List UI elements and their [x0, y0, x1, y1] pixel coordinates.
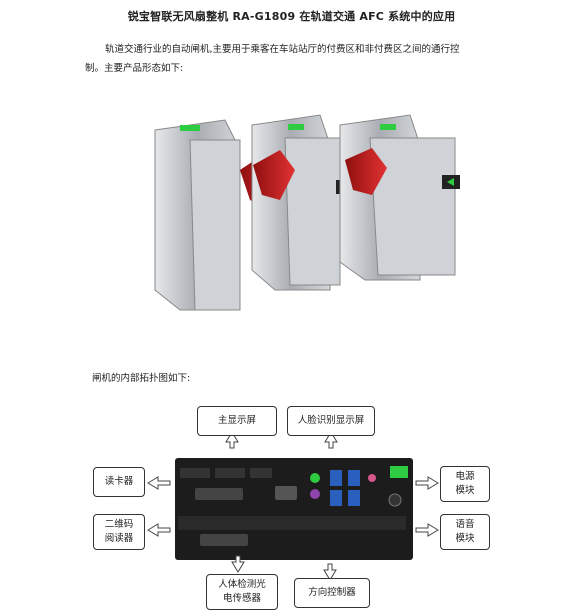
power-module-box: 电源 模块	[440, 466, 490, 502]
green-arrow-icon	[447, 178, 454, 186]
power-label-1: 电源	[455, 471, 475, 482]
document-title: 锐宝智联无风扇整机 RA-G1809 在轨道交通 AFC 系统中的应用	[127, 10, 456, 23]
industrial-pc-box	[175, 458, 413, 560]
main-display-label: 主显示屏	[217, 415, 256, 426]
intro-line-2: 制。主要产品形态如下:	[85, 63, 184, 74]
voice-label-1: 语音	[455, 519, 475, 530]
qr-reader-label-1: 二维码	[104, 519, 134, 530]
gate-unit-middle	[251, 114, 354, 291]
voice-label-2: 模块	[455, 533, 475, 544]
intro-paragraph: 轨道交通行业的自动闸机,主要用于乘客在车站站厅的付费区和非付费区之间的通行控 制…	[85, 40, 505, 78]
led-indicator-icon	[288, 124, 304, 130]
led-indicator-icon	[180, 125, 200, 131]
body-sensor-label-1: 人体检测光	[218, 579, 266, 590]
direction-controller-box: 方向控制器	[294, 578, 370, 608]
qr-reader-label-2: 阅读器	[104, 533, 134, 544]
led-indicator-icon	[380, 124, 396, 130]
topology-caption: 闸机的内部拓扑图如下:	[92, 373, 191, 384]
diagram-arrows	[147, 431, 439, 581]
gate-unit-right	[339, 114, 460, 281]
face-display-label: 人脸识别显示屏	[297, 415, 365, 426]
card-reader-label: 读卡器	[104, 476, 134, 487]
body-sensor-label-2: 电传感器	[222, 593, 261, 604]
power-label-2: 模块	[455, 485, 475, 496]
main-display-box: 主显示屏	[197, 406, 277, 436]
red-flap-icon	[345, 148, 387, 195]
card-reader-box: 读卡器	[93, 467, 145, 497]
red-flap-icon	[253, 150, 295, 200]
voice-module-box: 语音 模块	[440, 514, 490, 550]
intro-line-1: 轨道交通行业的自动闸机,主要用于乘客在车站站厅的付费区和非付费区之间的通行控	[105, 44, 460, 55]
body-sensor-box: 人体检测光 电传感器	[206, 574, 278, 610]
direction-controller-label: 方向控制器	[308, 587, 356, 598]
qr-reader-box: 二维码 阅读器	[93, 514, 145, 550]
face-display-box: 人脸识别显示屏	[287, 406, 375, 436]
